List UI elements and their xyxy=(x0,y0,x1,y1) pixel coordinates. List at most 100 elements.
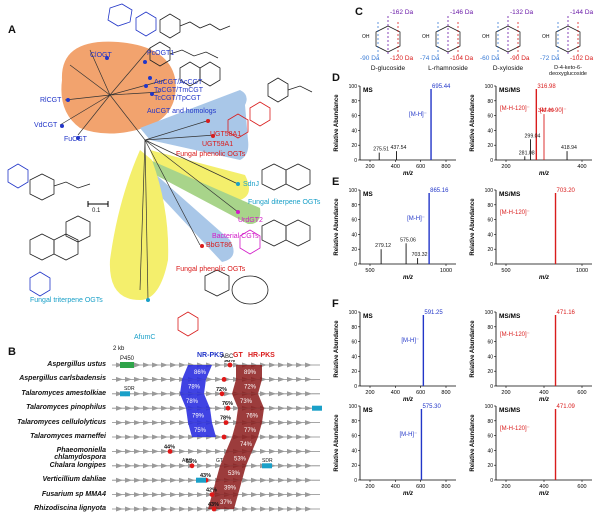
gene-arrow xyxy=(116,463,123,469)
gene-arrow xyxy=(215,376,222,382)
y-tick-label: 40 xyxy=(351,232,357,238)
gene-arrow xyxy=(278,477,285,483)
main-peak-label: 471.09 xyxy=(557,404,576,410)
gene-arrow xyxy=(215,448,222,454)
sdnj-marker xyxy=(236,182,240,186)
ion-label: [M-H]⁻ xyxy=(409,112,427,118)
y-tick-label: 100 xyxy=(485,404,494,410)
gene-arrow xyxy=(116,434,123,440)
header-hr-pks: HR-PKS xyxy=(248,352,275,359)
panel-a-letter: A xyxy=(8,24,16,36)
y-axis-label: Relative Abundance xyxy=(470,414,476,472)
main-peak-label: 316.98 xyxy=(537,84,556,90)
y-tick-label: 0 xyxy=(490,158,493,164)
loss-right: -90 Da xyxy=(510,55,530,62)
spectrum-title: MS/MS xyxy=(499,313,521,320)
loss-top: -144 Da xyxy=(570,9,594,16)
gt-identity: 98% xyxy=(224,360,235,364)
y-tick-label: 0 xyxy=(490,384,493,390)
label-vdcgt: VdCGT xyxy=(34,122,58,129)
gene-arrow xyxy=(143,448,150,454)
gene-arrow xyxy=(206,463,213,469)
gene-arrow xyxy=(152,434,159,440)
y-tick-label: 60 xyxy=(487,340,493,346)
header-nr-pks: NR-PKS xyxy=(197,352,224,359)
y-tick-label: 100 xyxy=(485,84,494,90)
y-tick-label: 100 xyxy=(349,310,358,316)
gene-arrow xyxy=(143,477,150,483)
gene-arrow xyxy=(269,376,276,382)
panel-letter: E xyxy=(332,176,340,188)
gene-arrow xyxy=(116,391,123,397)
gene-arrow xyxy=(188,434,195,440)
hr-pks-identity: 53% xyxy=(228,471,241,477)
y-axis-label: Relative Abundance xyxy=(470,320,476,378)
gene-arrow xyxy=(260,492,267,498)
panel-letter: D xyxy=(332,72,340,84)
sdr-gene xyxy=(196,477,206,483)
x-tick-label: 200 xyxy=(501,164,510,170)
nr-pks-ribbon xyxy=(180,379,206,394)
gene-arrow xyxy=(305,463,312,469)
panel-b-scale: 2 kb xyxy=(113,346,125,352)
gene-arrow xyxy=(251,448,258,454)
gene-arrow xyxy=(197,492,204,498)
species-name: Talaromyces pinophilus xyxy=(26,404,106,412)
gene-arrow xyxy=(269,492,276,498)
y-tick-label: 60 xyxy=(487,434,493,440)
hr-pks-identity: 76% xyxy=(246,413,259,419)
gene-arrow xyxy=(215,420,222,426)
x-tick-label: 200 xyxy=(365,390,374,396)
x-tick-label: 600 xyxy=(416,390,425,396)
label-aucgt-accgt: AuCGT/AcCGT xyxy=(154,79,203,86)
gene-arrow xyxy=(143,391,150,397)
gene-cluster-diagram: 86%78%78%79%75%89%72%73%76%77%74%53%53%3… xyxy=(112,360,322,512)
y-tick-label: 0 xyxy=(354,478,357,484)
gene-arrow xyxy=(134,434,141,440)
gene-arrow xyxy=(305,376,312,382)
sugar-name: D-glucoside xyxy=(370,65,406,72)
gene-arrow xyxy=(305,391,312,397)
main-peak-label: 575.30 xyxy=(422,404,441,410)
gene-arrow xyxy=(296,391,303,397)
gene-arrow xyxy=(179,506,186,512)
gene-arrow xyxy=(188,492,195,498)
gene-arrow xyxy=(134,492,141,498)
y-axis-label: Relative Abundance xyxy=(470,198,476,256)
minor-peak-label: 437.54 xyxy=(390,145,406,151)
gene-arrow xyxy=(170,362,177,368)
gene-arrow xyxy=(287,506,294,512)
gt-identity: 53% xyxy=(186,459,197,465)
gene-arrow xyxy=(215,434,222,440)
gene-arrow xyxy=(305,506,312,512)
x-tick-label: 400 xyxy=(539,484,548,490)
gene-arrow xyxy=(260,391,267,397)
x-tick-label: 200 xyxy=(365,484,374,490)
gene-arrow xyxy=(170,405,177,411)
y-axis-label: Relative Abundance xyxy=(334,94,340,152)
tree-markers-blue xyxy=(60,56,154,140)
gene-arrow xyxy=(179,362,186,368)
gene-arrow xyxy=(296,506,303,512)
sdr-gene xyxy=(262,463,272,469)
gene-arrow xyxy=(152,492,159,498)
gene-arrow xyxy=(278,376,285,382)
gene-arrow xyxy=(269,362,276,368)
gene-arrow xyxy=(305,448,312,454)
label-pcogt1: PcOGT1 xyxy=(147,50,175,57)
gene-arrow xyxy=(305,405,312,411)
x-tick-label: 500 xyxy=(501,268,510,274)
gene-arrow xyxy=(278,420,285,426)
spectrum-title: MS xyxy=(363,407,373,414)
spectrum-title: MS/MS xyxy=(499,87,521,94)
gt-identity: 76% xyxy=(222,401,233,407)
gt-gene xyxy=(219,391,225,397)
gene-arrow xyxy=(152,405,159,411)
gene-arrow xyxy=(125,376,132,382)
